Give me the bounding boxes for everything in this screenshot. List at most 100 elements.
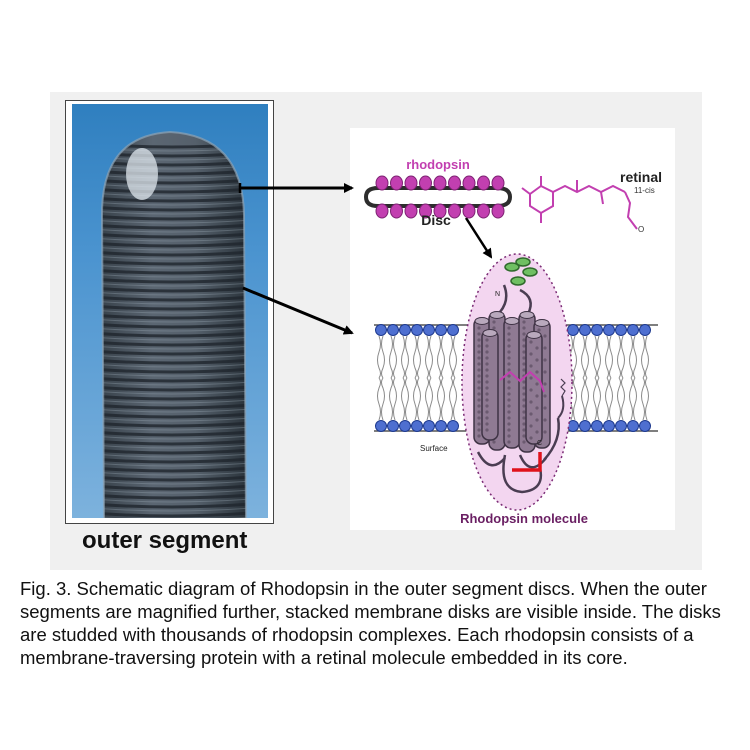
helix-texture — [485, 368, 489, 372]
disc-stripe-highlight — [102, 300, 246, 305]
lipid-tail — [449, 377, 453, 421]
lipid-head — [591, 324, 603, 336]
helix-texture — [507, 392, 511, 396]
helix-texture — [522, 326, 526, 330]
disc-stripe — [102, 421, 246, 428]
disc-stripe — [102, 286, 246, 293]
helix-texture — [507, 344, 511, 348]
helix-texture — [535, 394, 539, 398]
helix-texture — [492, 326, 496, 330]
helix-texture — [507, 356, 511, 360]
lipid-tail — [573, 377, 577, 421]
helix-texture — [507, 440, 511, 444]
helix-texture — [522, 356, 526, 360]
helix-top — [504, 317, 520, 325]
disc-stripe — [102, 214, 246, 221]
disc-stripe-highlight — [102, 336, 246, 341]
helix — [503, 317, 521, 449]
retinal-in-protein — [499, 370, 545, 393]
retinal-structure — [521, 176, 638, 230]
rhodopsin-beads-bottom — [375, 203, 505, 219]
helix-top — [482, 329, 498, 337]
helix-texture — [529, 400, 533, 404]
helix-texture — [522, 428, 526, 432]
lipid-head — [603, 324, 615, 336]
helix-texture — [507, 332, 511, 336]
disc-stripe-highlight — [102, 318, 246, 323]
lipid-tail — [413, 335, 417, 379]
helix-texture — [543, 406, 547, 410]
rod-outline — [100, 130, 247, 518]
helix-texture — [507, 368, 511, 372]
helix-texture — [529, 424, 533, 428]
rhodopsin-bead — [404, 175, 418, 191]
rhodopsin-bead — [491, 175, 505, 191]
red-segment — [512, 452, 542, 472]
disc-stripe — [102, 439, 246, 446]
lipid-tail — [641, 335, 645, 379]
rhodopsin-bead — [419, 175, 432, 191]
lipid-head — [411, 420, 423, 432]
disc-stripe-highlight — [102, 192, 246, 197]
helix-texture — [522, 344, 526, 348]
lipid-tail — [621, 377, 625, 421]
helix-texture — [507, 362, 511, 366]
lipid-tail — [377, 377, 381, 421]
disc-stripe — [102, 349, 246, 356]
helix-texture — [529, 388, 533, 392]
lipid-tail — [425, 377, 429, 421]
lipid-tail — [437, 377, 441, 421]
disc-stripe-highlight — [102, 507, 246, 512]
lipid-tails-bottom — [377, 377, 649, 421]
lipid-head — [399, 420, 411, 432]
helix-texture — [529, 340, 533, 344]
outer-segment-photo-background — [72, 104, 268, 518]
retinal-oxygen-label: O — [638, 225, 644, 234]
disc-stripe-highlight — [102, 363, 246, 368]
helix-texture — [485, 422, 489, 426]
disc-stripe — [102, 259, 246, 266]
lipid-tail — [629, 377, 633, 421]
disc-stripe — [102, 475, 246, 482]
helix-texture — [543, 418, 547, 422]
disc-stripe — [102, 340, 246, 347]
helix-texture — [477, 332, 481, 336]
helix-texture — [477, 410, 481, 414]
lipid-head — [387, 324, 399, 336]
rhodopsin-bead — [375, 175, 389, 191]
disc-stripe — [102, 412, 246, 419]
lipid-tail — [381, 377, 385, 421]
rhodopsin-bead — [491, 203, 505, 219]
disc-stripe-highlight — [102, 201, 246, 206]
helix-texture — [485, 362, 489, 366]
lipid-head — [639, 324, 651, 336]
protein-loops — [476, 284, 560, 494]
helix-texture — [485, 410, 489, 414]
helix-texture — [535, 358, 539, 362]
helix-texture — [543, 334, 547, 338]
arrow-disc-to-molecule — [464, 217, 493, 259]
rhodopsin-bead — [433, 203, 447, 219]
disc-label: Disc — [421, 212, 451, 228]
lipid-tail — [413, 377, 417, 421]
helix-texture — [485, 398, 489, 402]
disc-stripe-highlight — [102, 264, 246, 269]
lipid-tail — [381, 335, 385, 379]
helix-texture — [522, 362, 526, 366]
helix-texture — [477, 416, 481, 420]
lipid-tail — [429, 377, 433, 421]
retinal-isomer-label: 11-cis — [634, 186, 655, 195]
lipid-tail — [617, 377, 621, 421]
disc-stripe — [102, 205, 246, 212]
helix-texture — [507, 428, 511, 432]
rhodopsin-beads-top — [375, 175, 505, 191]
disc-stripe-highlight — [102, 174, 246, 179]
lipid-tail — [641, 377, 645, 421]
helix-texture — [522, 398, 526, 402]
helix-texture — [522, 320, 526, 324]
disc-stripe — [102, 493, 246, 500]
disc-stripe — [102, 430, 246, 437]
lipid-head — [375, 420, 387, 432]
disc-stripe — [102, 385, 246, 392]
disc-stripe — [102, 457, 246, 464]
